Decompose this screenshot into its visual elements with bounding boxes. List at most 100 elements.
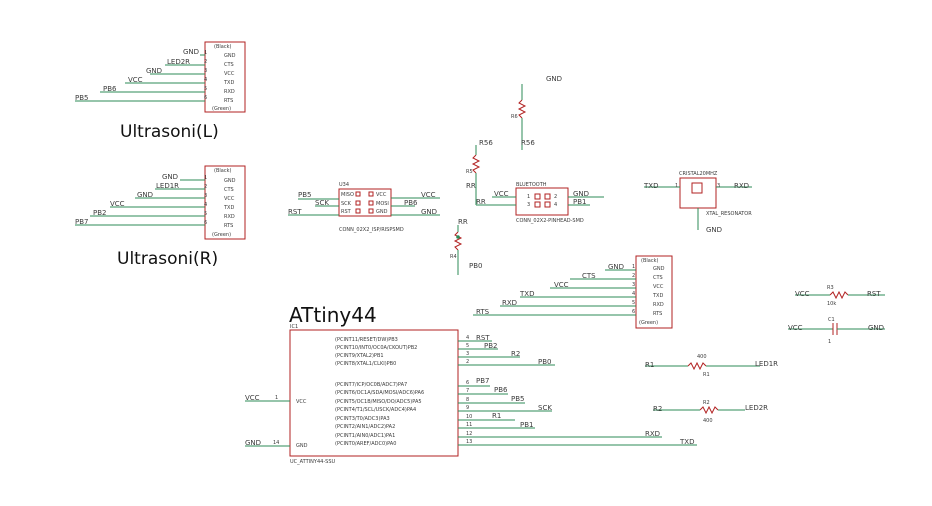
resistor-zigzag [517,99,527,119]
pin-number: 2 [204,59,207,65]
net-label: GND [421,208,437,216]
pad [544,193,551,200]
net-label: GND [162,173,178,181]
net-label: R1 [645,361,654,369]
mcu-right-pin: (PCINT1/AIN0/ADC1)PA1 [335,433,395,439]
net-label: GND [546,75,562,83]
bluetooth-part: CONN_02X2-PINHEAD-SMD [516,218,584,224]
pin-number: 11 [466,422,472,428]
part-ref: R4 [450,254,457,260]
net-label: SCK [538,404,552,412]
part-ref: R3 [827,285,834,291]
header-label-top: (Black) [214,168,231,174]
pin-number: 3 [204,193,207,199]
net-label: PB6 [494,386,508,394]
header-label-top: (Black) [641,258,658,264]
pin-number: 3 [204,68,207,74]
header-body [204,41,246,113]
net-label: PB6 [103,85,117,93]
net-label: GND [608,263,624,271]
mcu-right-pin: (PCINT7/ICP/OC0B/ADC7)PA7 [335,382,407,388]
resistor-r3: VCC RST R3 10k [795,285,885,307]
resistor-r1: R1 LED1R 400 R1 [645,354,778,378]
net-label: GND [183,48,199,56]
pin-number: 3 [527,202,530,208]
net-label: RST [288,208,302,216]
resistor-zigzag [687,361,707,371]
net-label: RXD [645,430,660,438]
header-body [635,255,673,329]
bluetooth-connector: BLUETOOTH 1 3 2 4 VCC RR GND PB1 CONN_02… [476,182,604,224]
capacitor-c1: VCC GND C1 1 [788,317,885,345]
net-label: PB1 [573,198,586,206]
pin-number: 4 [466,335,469,341]
bluetooth-body [515,187,569,216]
pin-number: 12 [466,431,472,437]
net-label: RXD [734,182,749,190]
net-label: PB5 [298,191,311,199]
resistor-zigzag [471,154,481,174]
pad [544,201,551,208]
net-label: GND [868,324,884,332]
net-label: RST [867,290,881,298]
net-label: R2 [511,350,520,358]
resistor-r6: GND R6 R56 [511,75,562,150]
pin-number: 2 [466,359,469,365]
net-label: RST [476,334,490,342]
pin-name: TXD [652,293,663,299]
mcu-title: ATtiny44 [289,303,377,327]
pad [355,200,361,206]
mcu-left-pin: VCC [296,399,307,405]
net-label: GND [573,190,589,198]
net-label: TXD [643,182,658,190]
pin-number: 8 [466,397,469,403]
header-body [204,165,246,240]
crystal-part: XTAL_RESONATOR [706,211,752,217]
isp-connector: U34 MISO SCK RST VCC MOSI GND PB5 SCK RS… [288,182,440,233]
pin-number: 3 [466,351,469,357]
mcu-right-pin: (PCINT6/OC1A/SDA/MOSI/ADC6)PA6 [335,390,424,396]
pin-name: RXD [224,214,235,220]
pin-name: TXD [223,80,234,86]
pin-number: 2 [554,194,557,200]
net-label: GND [706,226,722,234]
net-label: PB5 [511,395,524,403]
mcu-right-pin: (PCINT8/XTAL1/CLKI)PB0 [335,361,396,367]
net-label: VCC [795,290,810,298]
isp-pin: VCC [376,192,387,198]
part-ref: R1 [703,372,710,378]
resistor-zigzag [453,231,463,251]
ftdi-header-main: (Black) (Green) GND CTS VCC TXD RXD RTS … [473,255,673,329]
net-label: GND [146,67,162,75]
mcu-right-pin: (PCINT0/AREF/ADC0)PA0 [335,441,396,447]
pin-number: 1 [275,395,278,401]
part-value: 400 [697,354,707,360]
net-label: VCC [788,324,803,332]
header-label-top: (Black) [214,44,231,50]
net-label: RTS [476,308,490,316]
part-ref: C1 [828,317,835,323]
pin-number: 3 [717,183,720,189]
net-label: LED1R [755,360,778,368]
net-label: VCC [421,191,436,199]
pin-name: TXD [223,205,234,211]
pin-name: RXD [653,302,664,308]
pin-number: 1 [204,175,207,181]
ultrasonic-right-title: Ultrasoni(R) [117,249,218,269]
header-label-bottom: (Green) [212,232,231,238]
pin-number: 9 [466,405,469,411]
net-label: LED2R [167,58,190,66]
isp-ref: U34 [339,182,349,188]
pad [534,193,541,200]
resistor-r5: R56 R5 RR [466,139,493,205]
net-label: LED1R [156,182,179,190]
resistor-zigzag [699,405,719,415]
net-label: PB1 [520,421,533,429]
net-label: TXD [519,290,534,298]
pin-name: GND [224,178,236,184]
pad [368,200,374,206]
net-label: R56 [521,139,535,147]
net-label: SCK [315,199,329,207]
pin-number: 2 [204,184,207,190]
